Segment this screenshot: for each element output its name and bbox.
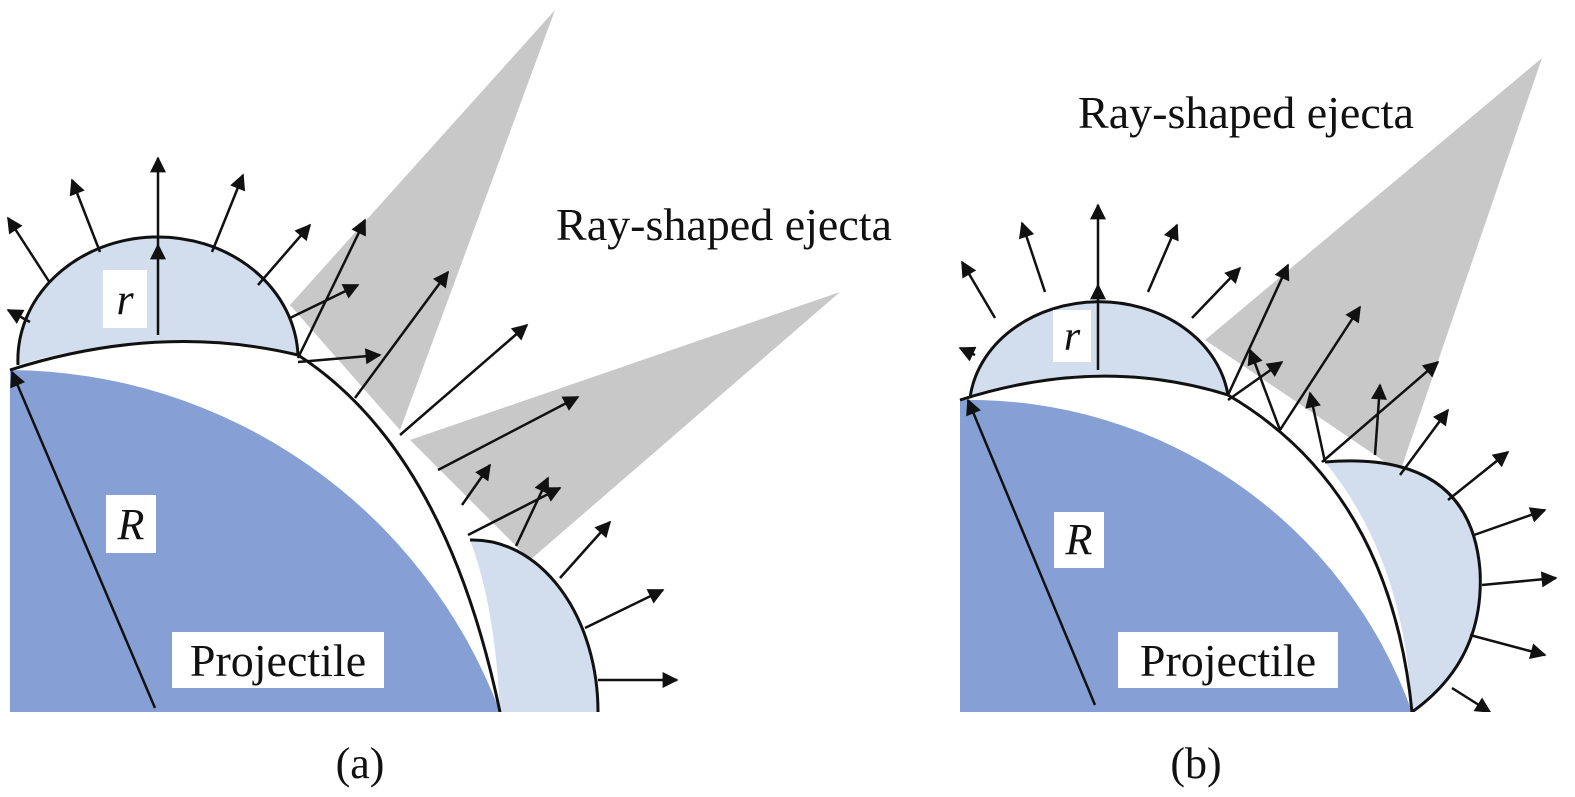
- small-radius-label: r: [1064, 314, 1081, 360]
- outline-curve: [16, 235, 300, 366]
- ejecta-arrow: [399, 323, 529, 436]
- ejecta-arrow: [1370, 383, 1387, 456]
- projectile-label: Projectile: [1140, 635, 1316, 686]
- ejecta-arrow: [1469, 633, 1547, 660]
- projectile-body: [10, 370, 500, 712]
- projectile-label: Projectile: [190, 635, 366, 686]
- caption-b: (b): [1170, 739, 1221, 788]
- ejecta-arrow: [1278, 305, 1362, 431]
- fragment-side: [1325, 460, 1481, 712]
- ejecta-arrow: [296, 218, 367, 359]
- outline-curve: [959, 374, 1229, 402]
- ejecta-arrow: [1227, 360, 1284, 402]
- ejecta-arrow: [1481, 571, 1558, 588]
- ejecta-arrow: [1018, 221, 1047, 293]
- ejecta-arrow: [460, 463, 492, 506]
- ejecta-arrow: [1451, 686, 1492, 712]
- ejecta-arrow: [1305, 391, 1327, 463]
- large-radius-label: R: [117, 500, 145, 549]
- ejecta-arrow: [210, 173, 246, 253]
- ejecta-arrow: [514, 476, 550, 547]
- ejecta-arrow: [257, 223, 312, 286]
- ejecta-arrow: [6, 216, 52, 284]
- outline-curve: [469, 538, 600, 712]
- ejecta-label-a: Ray-shaped ejecta: [556, 199, 892, 250]
- caption-a: (a): [336, 739, 385, 788]
- ejecta-ray: [1205, 58, 1542, 472]
- ejecta-arrow: [1226, 263, 1290, 396]
- outline-curve: [9, 340, 299, 372]
- ejecta-arrow: [10, 370, 157, 709]
- ejecta-arrow: [6, 308, 31, 324]
- ejecta-arrow: [1447, 451, 1510, 501]
- ejecta-arrow: [1191, 266, 1242, 319]
- ejecta-arrow: [966, 398, 1097, 706]
- large-radius-label: R: [1065, 515, 1093, 564]
- ejecta-arrow: [559, 520, 612, 579]
- ejecta-arrow: [1247, 348, 1282, 431]
- ejecta-arrow: [437, 395, 580, 472]
- ejecta-ray-upper: [290, 10, 555, 430]
- ejecta-arrow: [584, 588, 665, 630]
- ejecta-arrow: [1146, 223, 1179, 293]
- ejecta-arrow: [467, 486, 562, 537]
- panel-b: r R Projectile: [958, 58, 1558, 712]
- ejecta-arrow: [69, 178, 102, 253]
- outline-curve: [1324, 459, 1482, 712]
- small-radius-label: r: [116, 275, 134, 324]
- ejecta-arrow: [1473, 507, 1547, 537]
- ejecta-arrow: [1321, 360, 1440, 463]
- ejecta-arrow: [353, 270, 450, 399]
- ejecta-arrow: [289, 283, 360, 320]
- ejecta-arrow: [958, 346, 977, 362]
- outline-curve: [1227, 393, 1414, 712]
- ejecta-ray-lower: [410, 292, 840, 560]
- ejecta-arrow: [1398, 408, 1450, 476]
- ejecta-label-b: Ray-shaped ejecta: [1078, 87, 1414, 138]
- ejecta-arrow: [297, 348, 382, 365]
- panel-a: r R Projectile: [6, 10, 840, 712]
- ejecta-arrow: [960, 260, 997, 319]
- fragment-side: [470, 539, 598, 712]
- outline-curve: [297, 353, 502, 712]
